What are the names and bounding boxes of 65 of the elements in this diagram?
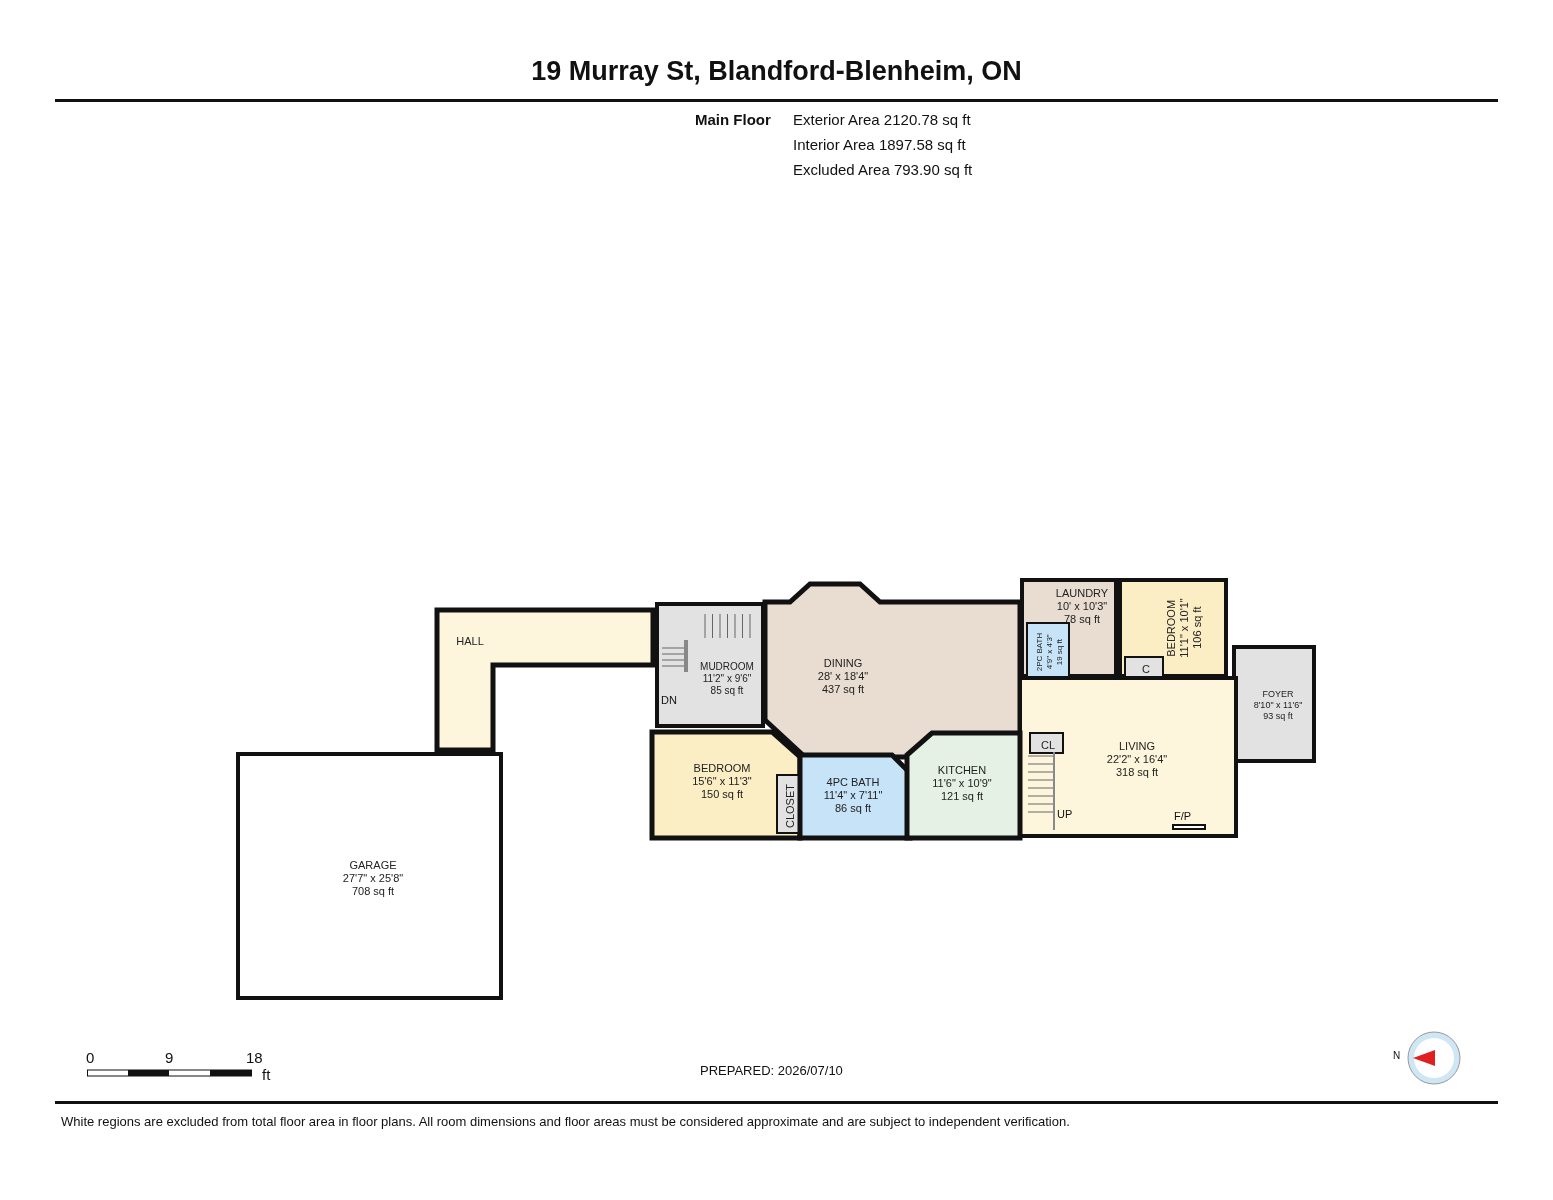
room	[1124, 656, 1164, 678]
room	[652, 732, 800, 838]
floor-name: Main Floor	[695, 111, 771, 128]
room-dimensions: 8'10" x 11'6"	[1253, 699, 1303, 711]
fireplace-label: F/P	[1174, 810, 1192, 822]
room-name: BEDROOM	[1164, 599, 1178, 657]
room-dimensions: 27'7" x 25'8"	[342, 871, 404, 885]
scale-number: 18	[246, 1049, 263, 1066]
scale-unit: ft	[262, 1066, 271, 1083]
room-dimensions: 10' x 10'3"	[1056, 599, 1108, 613]
room-dimensions: 11'2" x 9'6"	[702, 673, 752, 685]
room-area: 121 sq ft	[940, 789, 984, 803]
room-name: HALL	[456, 634, 484, 648]
room-area: 86 sq ft	[834, 801, 872, 815]
room-area: 106 sq ft	[1190, 606, 1204, 650]
room-name: 2PC BATH	[1035, 632, 1045, 672]
area-summary: Excluded Area 793.90 sq ft	[793, 161, 973, 178]
room-area: 318 sq ft	[1115, 765, 1159, 779]
room-name: CL	[1040, 738, 1056, 752]
scale-number: 9	[165, 1049, 174, 1066]
area-summary: Interior Area 1897.58 sq ft	[793, 136, 966, 153]
room-dimensions: 28' x 18'4"	[817, 669, 869, 683]
room-area: 437 sq ft	[821, 682, 865, 696]
room	[907, 733, 1020, 838]
plan-title: 19 Murray St, Blandford-Blenheim, ON	[530, 56, 1023, 87]
room-name: GARAGE	[349, 858, 397, 872]
stair-label: UP	[1057, 808, 1073, 820]
room	[1232, 645, 1316, 763]
room-name: C	[1142, 662, 1150, 676]
room	[765, 580, 1020, 757]
scale-number: 0	[86, 1049, 95, 1066]
room	[1026, 622, 1070, 678]
room-area: 19 sq ft	[1055, 638, 1065, 666]
room	[1029, 732, 1064, 754]
room-name: KITCHEN	[937, 763, 987, 777]
room	[437, 610, 653, 750]
room-dimensions: 11'1" x 10'1"	[1177, 598, 1191, 658]
room-name: DINING	[823, 656, 863, 670]
prepared-date: PREPARED: 2026/07/10	[700, 1063, 843, 1078]
room-name: 4PC BATH	[826, 775, 880, 789]
room-area: 150 sq ft	[700, 787, 744, 801]
footnote: White regions are excluded from total floor area in floor plans. All room dimensions and floor areas must be considered approximate and are subject to independent verification.	[61, 1114, 1070, 1129]
room-dimensions: 15'6" x 11'3"	[692, 774, 752, 788]
room-dimensions: 11'4" x 7'11"	[823, 788, 883, 802]
area-summary: Exterior Area 2120.78 sq ft	[793, 111, 971, 128]
room-area: 78 sq ft	[1063, 612, 1101, 626]
room-dimensions: 11'6" x 10'9"	[932, 776, 992, 790]
room-name: LAUNDRY	[1055, 586, 1109, 600]
room-name: CLOSET	[783, 784, 797, 828]
north-label: N	[1393, 1050, 1401, 1061]
room-area: 708 sq ft	[351, 884, 395, 898]
room-name: MUDROOM	[700, 661, 754, 673]
room	[236, 752, 503, 1000]
room-dimensions: 4'9" x 4'3"	[1045, 634, 1055, 670]
room-area: 85 sq ft	[710, 685, 744, 697]
stair-label: DN	[661, 694, 677, 706]
room	[776, 774, 800, 834]
room-name: BEDROOM	[693, 761, 751, 775]
room	[655, 602, 765, 728]
room-name: FOYER	[1262, 688, 1294, 700]
room-name: LIVING	[1118, 739, 1156, 753]
room	[1020, 578, 1118, 678]
room	[1118, 578, 1228, 678]
room-dimensions: 22'2" x 16'4"	[1106, 752, 1168, 766]
room-area: 93 sq ft	[1263, 710, 1293, 722]
